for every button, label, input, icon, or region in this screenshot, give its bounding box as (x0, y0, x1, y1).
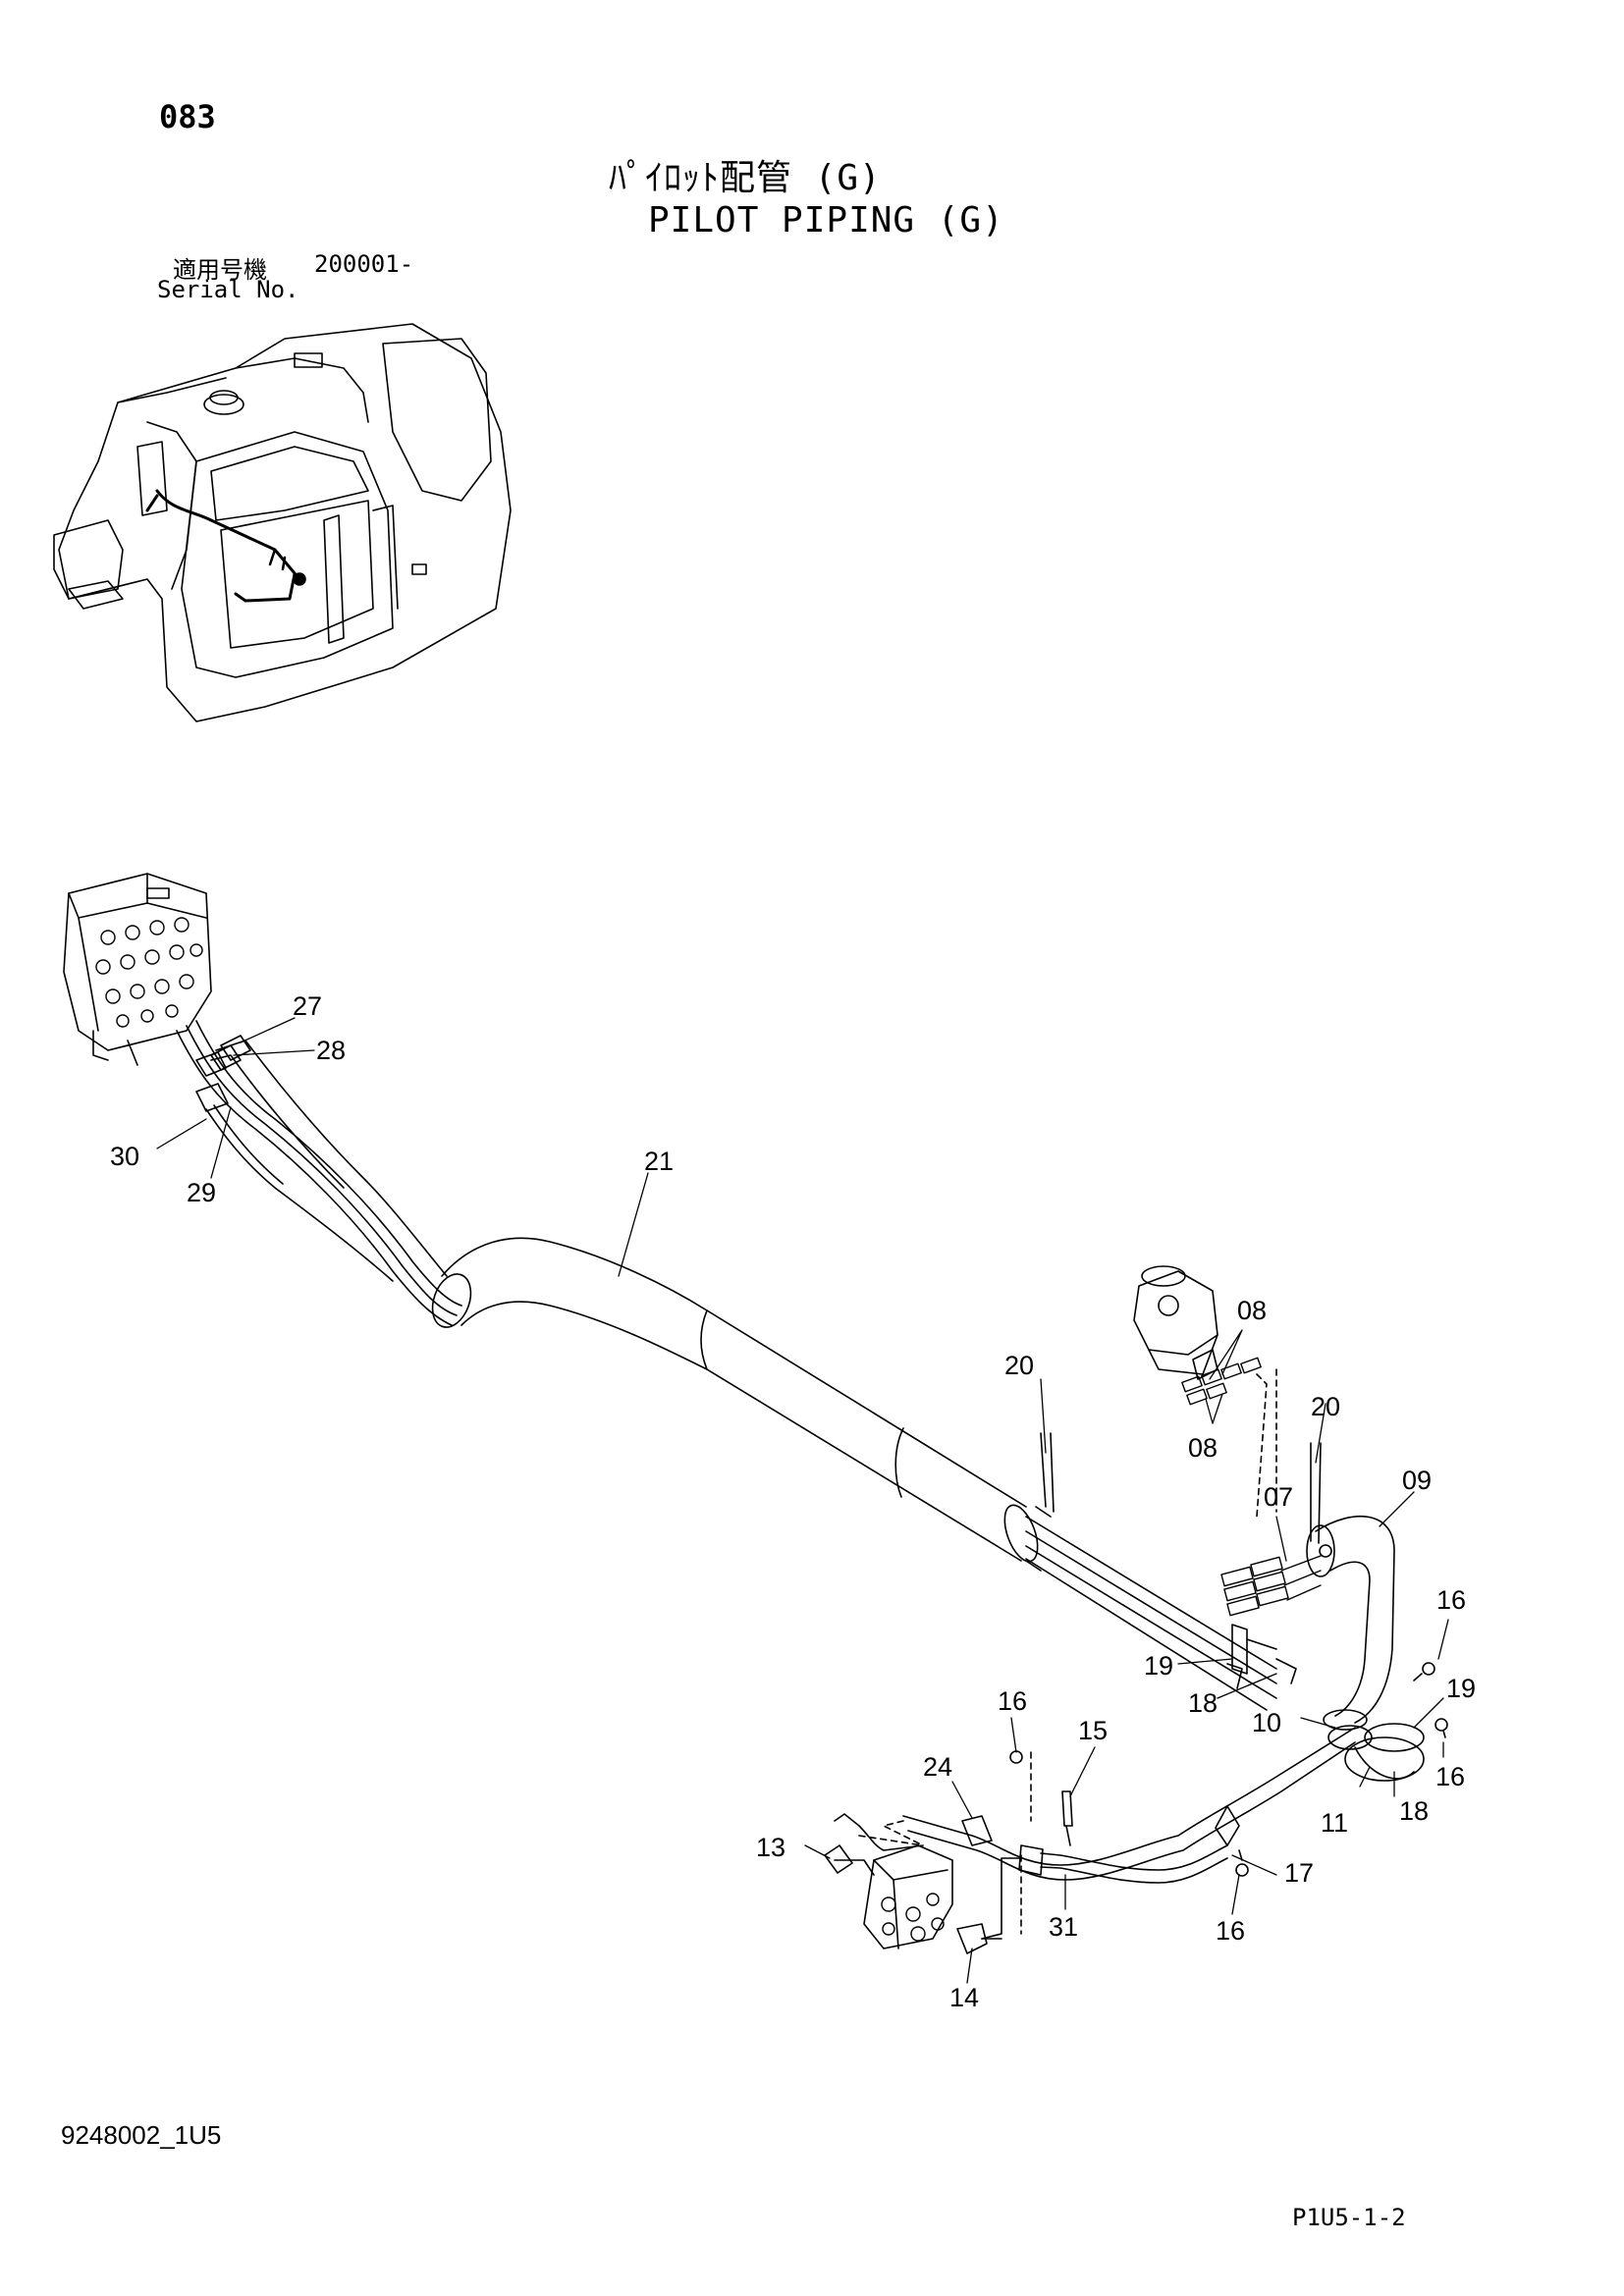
callout-08-upper: 08 (1237, 1296, 1268, 1325)
page-code: P1U5-1-2 (1292, 2204, 1406, 2231)
document-code: 9248002_1U5 (61, 2120, 222, 2150)
elbow-sleeve-09 (1307, 1517, 1394, 1730)
callout-27: 27 (293, 991, 323, 1021)
callout-21: 21 (644, 1147, 675, 1176)
title-japanese: ﾊﾟｲﾛｯﾄ配管 (G) (609, 158, 882, 198)
callout-20-left: 20 (1004, 1351, 1035, 1380)
fitting-group-07 (1221, 1556, 1321, 1616)
callout-08-lower: 08 (1188, 1433, 1218, 1463)
pilot-valve-assembly (1134, 1266, 1276, 1517)
callout-19-left: 19 (1144, 1651, 1174, 1681)
callout-14: 14 (949, 1983, 980, 2012)
lower-hose-run (884, 1728, 1355, 1939)
page-number: 083 (159, 98, 216, 135)
callout-19-right: 19 (1446, 1674, 1477, 1703)
callout-20-right: 20 (1311, 1392, 1341, 1421)
callout-15: 15 (1078, 1716, 1109, 1745)
protective-sleeve-21 (426, 1238, 1276, 1710)
solenoid-valve-block (825, 1814, 1001, 1953)
excavator-overview-illustration (54, 324, 511, 721)
callout-24: 24 (923, 1752, 953, 1782)
pilot-hoses-upper (177, 1021, 461, 1325)
callout-29: 29 (187, 1178, 217, 1207)
callout-16-right: 16 (1435, 1762, 1466, 1791)
serial-value: 200001- (314, 250, 414, 278)
callout-16-center: 16 (998, 1686, 1028, 1716)
callout-17: 17 (1284, 1858, 1315, 1888)
title-english: PILOT PIPING (G) (648, 200, 1004, 240)
callout-31: 31 (1049, 1912, 1079, 1942)
callout-30: 30 (110, 1142, 140, 1171)
leader-lines (157, 1018, 1448, 1983)
control-valve-block (64, 874, 211, 1065)
tie-straps-20 (1041, 1433, 1321, 1543)
callout-10: 10 (1252, 1708, 1282, 1737)
callout-09: 09 (1402, 1466, 1433, 1495)
clamps-18-19 (1227, 1625, 1447, 1781)
callout-18-right: 18 (1399, 1796, 1430, 1826)
serial-label-english: Serial No. (157, 276, 299, 303)
callout-11: 11 (1321, 1808, 1349, 1838)
callout-07: 07 (1264, 1482, 1294, 1512)
serial-label-japanese: 適用号機 (173, 256, 267, 284)
callout-13: 13 (756, 1833, 786, 1862)
callout-18-left: 18 (1188, 1688, 1218, 1718)
callout-16-lower: 16 (1216, 1916, 1246, 1946)
callout-28: 28 (316, 1036, 347, 1065)
callout-16-upper-right: 16 (1436, 1585, 1467, 1615)
